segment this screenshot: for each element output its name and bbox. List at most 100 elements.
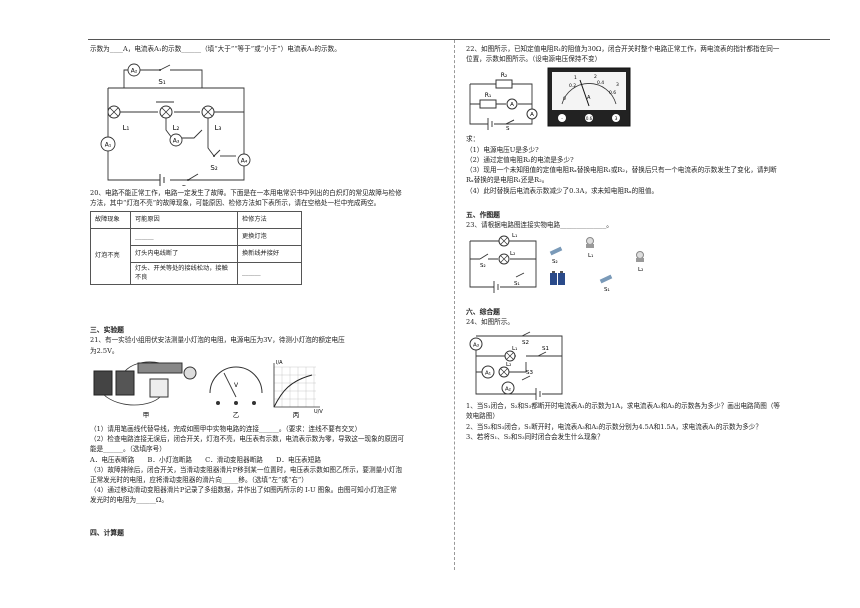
battery-switch-s: S (159, 173, 199, 187)
q23-figure: L₁ S₂ L₂ S₁ S₂ L₁ L₂ S₁ (469, 233, 644, 293)
label-s2: S2 (522, 340, 529, 346)
header-rule (88, 39, 830, 40)
table-header-cell: 检修方法 (237, 210, 302, 229)
table-cell: ______ (237, 261, 302, 285)
svg-text:L₁: L₁ (512, 346, 517, 352)
svg-text:L₁: L₁ (123, 124, 130, 132)
q21-item-4b: 发光时的电阻为______Ω。 (90, 496, 168, 505)
apparatus-jia: 甲 (93, 361, 197, 419)
ammeter-a3: A₃ (169, 133, 183, 147)
label-s1: S1 (542, 346, 549, 352)
svg-text:A₂: A₂ (505, 387, 511, 393)
q22-item-2: （2）通过定值电阻R₂的电流是多少? (466, 155, 574, 164)
table-cell: 更换灯泡 (237, 227, 302, 246)
section-4-title: 四、计算题 (90, 528, 124, 537)
lamp-l3: L₃ (201, 105, 222, 132)
section-5-title: 五、作图题 (466, 210, 500, 219)
q23-lamp-l1: L₁ (498, 233, 517, 246)
svg-text:3: 3 (615, 116, 618, 122)
q19-circuit-figure: A₂ S₁ L₁ L₂ L₃ A₁ A₃ S₂ A₄ S (100, 63, 251, 187)
svg-text:丙: 丙 (293, 411, 300, 419)
svg-text:S: S (506, 126, 510, 132)
q20-line2: 方法，其中“灯泡不亮”的故障现象，可能原因、检修方法如下表所示，请在空格处一栏中… (90, 199, 381, 208)
q22-figure: R₂ R₁ A A S 0 0.2 0.4 0.6 1 2 3 A - 0.6 (469, 67, 631, 132)
svg-text:L₂: L₂ (506, 362, 511, 368)
q22-item-3: （3）现用一个未知阻值的定值电阻Rₓ替换电阻R₁或R₂，替换后只有一个电流表的示… (466, 166, 777, 175)
svg-text:A₁: A₁ (105, 142, 112, 149)
q21-options: A．电压表断路 B．小灯泡断路 C．滑动变阻器断路 D．电压表短路 (90, 455, 321, 464)
resistor-r2: R₂ (495, 72, 513, 89)
ammeter-a4: A₄ (237, 153, 251, 167)
q22-ask: 求： (466, 135, 480, 144)
table-header-row: 故障现象 可能原因 检修方法 (90, 210, 302, 229)
switch-s: S (505, 119, 515, 132)
real-switch-s2: S₂ (549, 246, 563, 265)
q21-item-2: （2）检查电路连接无误后，闭合开关，灯泡不亮，电压表有示数，电流表示数为零，导致… (90, 435, 405, 444)
real-lamp-l1: L₁ (586, 236, 594, 259)
ammeter-a1: A₁ (100, 136, 116, 152)
svg-text:L₃: L₃ (215, 124, 222, 132)
svg-text:L₁: L₁ (512, 233, 517, 239)
lamp-l2: L₂ (159, 105, 180, 132)
switch-s2: S₂ (210, 149, 221, 172)
resistor-r1: R₁ (479, 92, 497, 109)
q21-item-1: （1）请用笔画线代替导线，完成如图甲中实物电路的连接______。（要求：连线不… (90, 424, 362, 433)
svg-text:A: A (530, 113, 534, 119)
q20-line1: 20、电路不能正常工作，电路一定发生了故障。下面是在一本用电常识书中列出的白炽灯… (90, 189, 402, 198)
real-battery (550, 270, 565, 285)
ammeter-a2: A₂ (127, 63, 141, 77)
q21-line2: 为2.5V。 (90, 346, 119, 355)
table-row: 灯头内电线断了 换新线并接好 (91, 244, 302, 263)
table-header-cell: 故障现象 (90, 210, 131, 229)
right-column: 22、如图所示，已知定值电阻R₁的阻值为30Ω，闭合开关时整个电路正常工作，两电… (466, 44, 830, 442)
q24-item-3: 3、若将S₁、S₂和S₃同时闭合会发生什么现象？ (466, 432, 604, 441)
table-cell: ______ (130, 227, 238, 246)
svg-text:A₃: A₃ (173, 138, 180, 145)
svg-text:0.4: 0.4 (597, 80, 604, 86)
ammeter-inner: A (506, 98, 518, 110)
svg-text:0.6: 0.6 (609, 90, 616, 96)
svg-text:L₂: L₂ (510, 251, 515, 257)
section-6-title: 六、综合题 (466, 307, 500, 316)
q21-item-3b: 正常发光时的电阻，应将滑动变阻器的滑片向_____移。（选填“左”或“右”） (90, 475, 308, 484)
svg-text:A₄: A₄ (241, 158, 248, 165)
table-cell: 换新线并接好 (237, 244, 302, 263)
table-cell-phenomenon: 灯泡不亮 (90, 227, 131, 285)
q24-ammeter-a3: A₃ (469, 337, 483, 351)
q23-lamp-l2: L₂ (498, 251, 515, 264)
q24-ammeter-a1: A₁ (481, 365, 495, 379)
switch-s1: S₁ (158, 64, 171, 86)
section-3-title: 三、实验题 (90, 325, 124, 334)
real-switch-s1: S₁ (599, 274, 613, 293)
q21-experiment-figure: 甲 V 乙 I/A U/V 丙 (93, 360, 323, 419)
svg-text:S₂: S₂ (210, 164, 217, 172)
q24-ammeter-a2: A₂ (501, 381, 515, 395)
iu-graph-bing: I/A U/V 丙 (273, 360, 323, 419)
q24-lamp-l1: L₁ (504, 346, 517, 362)
svg-text:A₁: A₁ (485, 371, 491, 377)
svg-text:3: 3 (616, 82, 619, 88)
q24-circuit-figure: A₃ S2 L₁ S1 A₁ L₂ S3 A₂ (469, 331, 563, 401)
q21-item-4: （4）通过移动滑动变阻器滑片P记录了多组数据，并作出了如图丙所示的 I-U 图象… (90, 486, 397, 495)
ammeter-dial: 0 0.2 0.4 0.6 1 2 3 A - 0.6 3 (547, 67, 631, 127)
q22-item-4: （4）此时替换后电流表示数减少了0.3A，求未知电阻Rₓ的阻值。 (466, 186, 659, 195)
q22-item-1: （1）电源电压U是多少? (466, 145, 539, 154)
svg-text:A: A (587, 95, 591, 101)
q21-line1: 21、有一实验小组用伏安法测量小灯泡的电阻，电源电压为3V，待测小灯泡的额定电压 (90, 336, 345, 345)
q24-item-1: 1、当S₁闭合，S₂和S₃都断开时电流表A₁的示数为1A，求电流表A₂和A₃的示… (466, 402, 781, 411)
table-cell: 灯头内电线断了 (130, 244, 238, 263)
voltmeter-yi: V 乙 (209, 366, 263, 419)
table-row: 灯头、开关等处的接线松动，接触不良 ______ (91, 261, 302, 285)
label-s3: S3 (526, 370, 533, 376)
q22-line2: 位置，示数如图所示。（设电源电压保持不变） (466, 55, 602, 64)
table-header-cell: 可能原因 (130, 210, 238, 229)
table-row: 灯泡不亮 ______ 更换灯泡 (90, 227, 302, 285)
svg-text:L₂: L₂ (173, 124, 180, 132)
column-divider (454, 40, 455, 570)
svg-text:R₁: R₁ (485, 92, 492, 99)
q22-line1: 22、如图所示，已知定值电阻R₁的阻值为30Ω，闭合开关时整个电路正常工作，两电… (466, 45, 780, 53)
svg-text:L₂: L₂ (638, 267, 643, 273)
left-column: 示数为____A，电流表A₁的示数______（填“大于”“等于”或“小于”）电… (90, 44, 442, 538)
table-cell: 灯头、开关等处的接线松动，接触不良 (130, 261, 238, 285)
